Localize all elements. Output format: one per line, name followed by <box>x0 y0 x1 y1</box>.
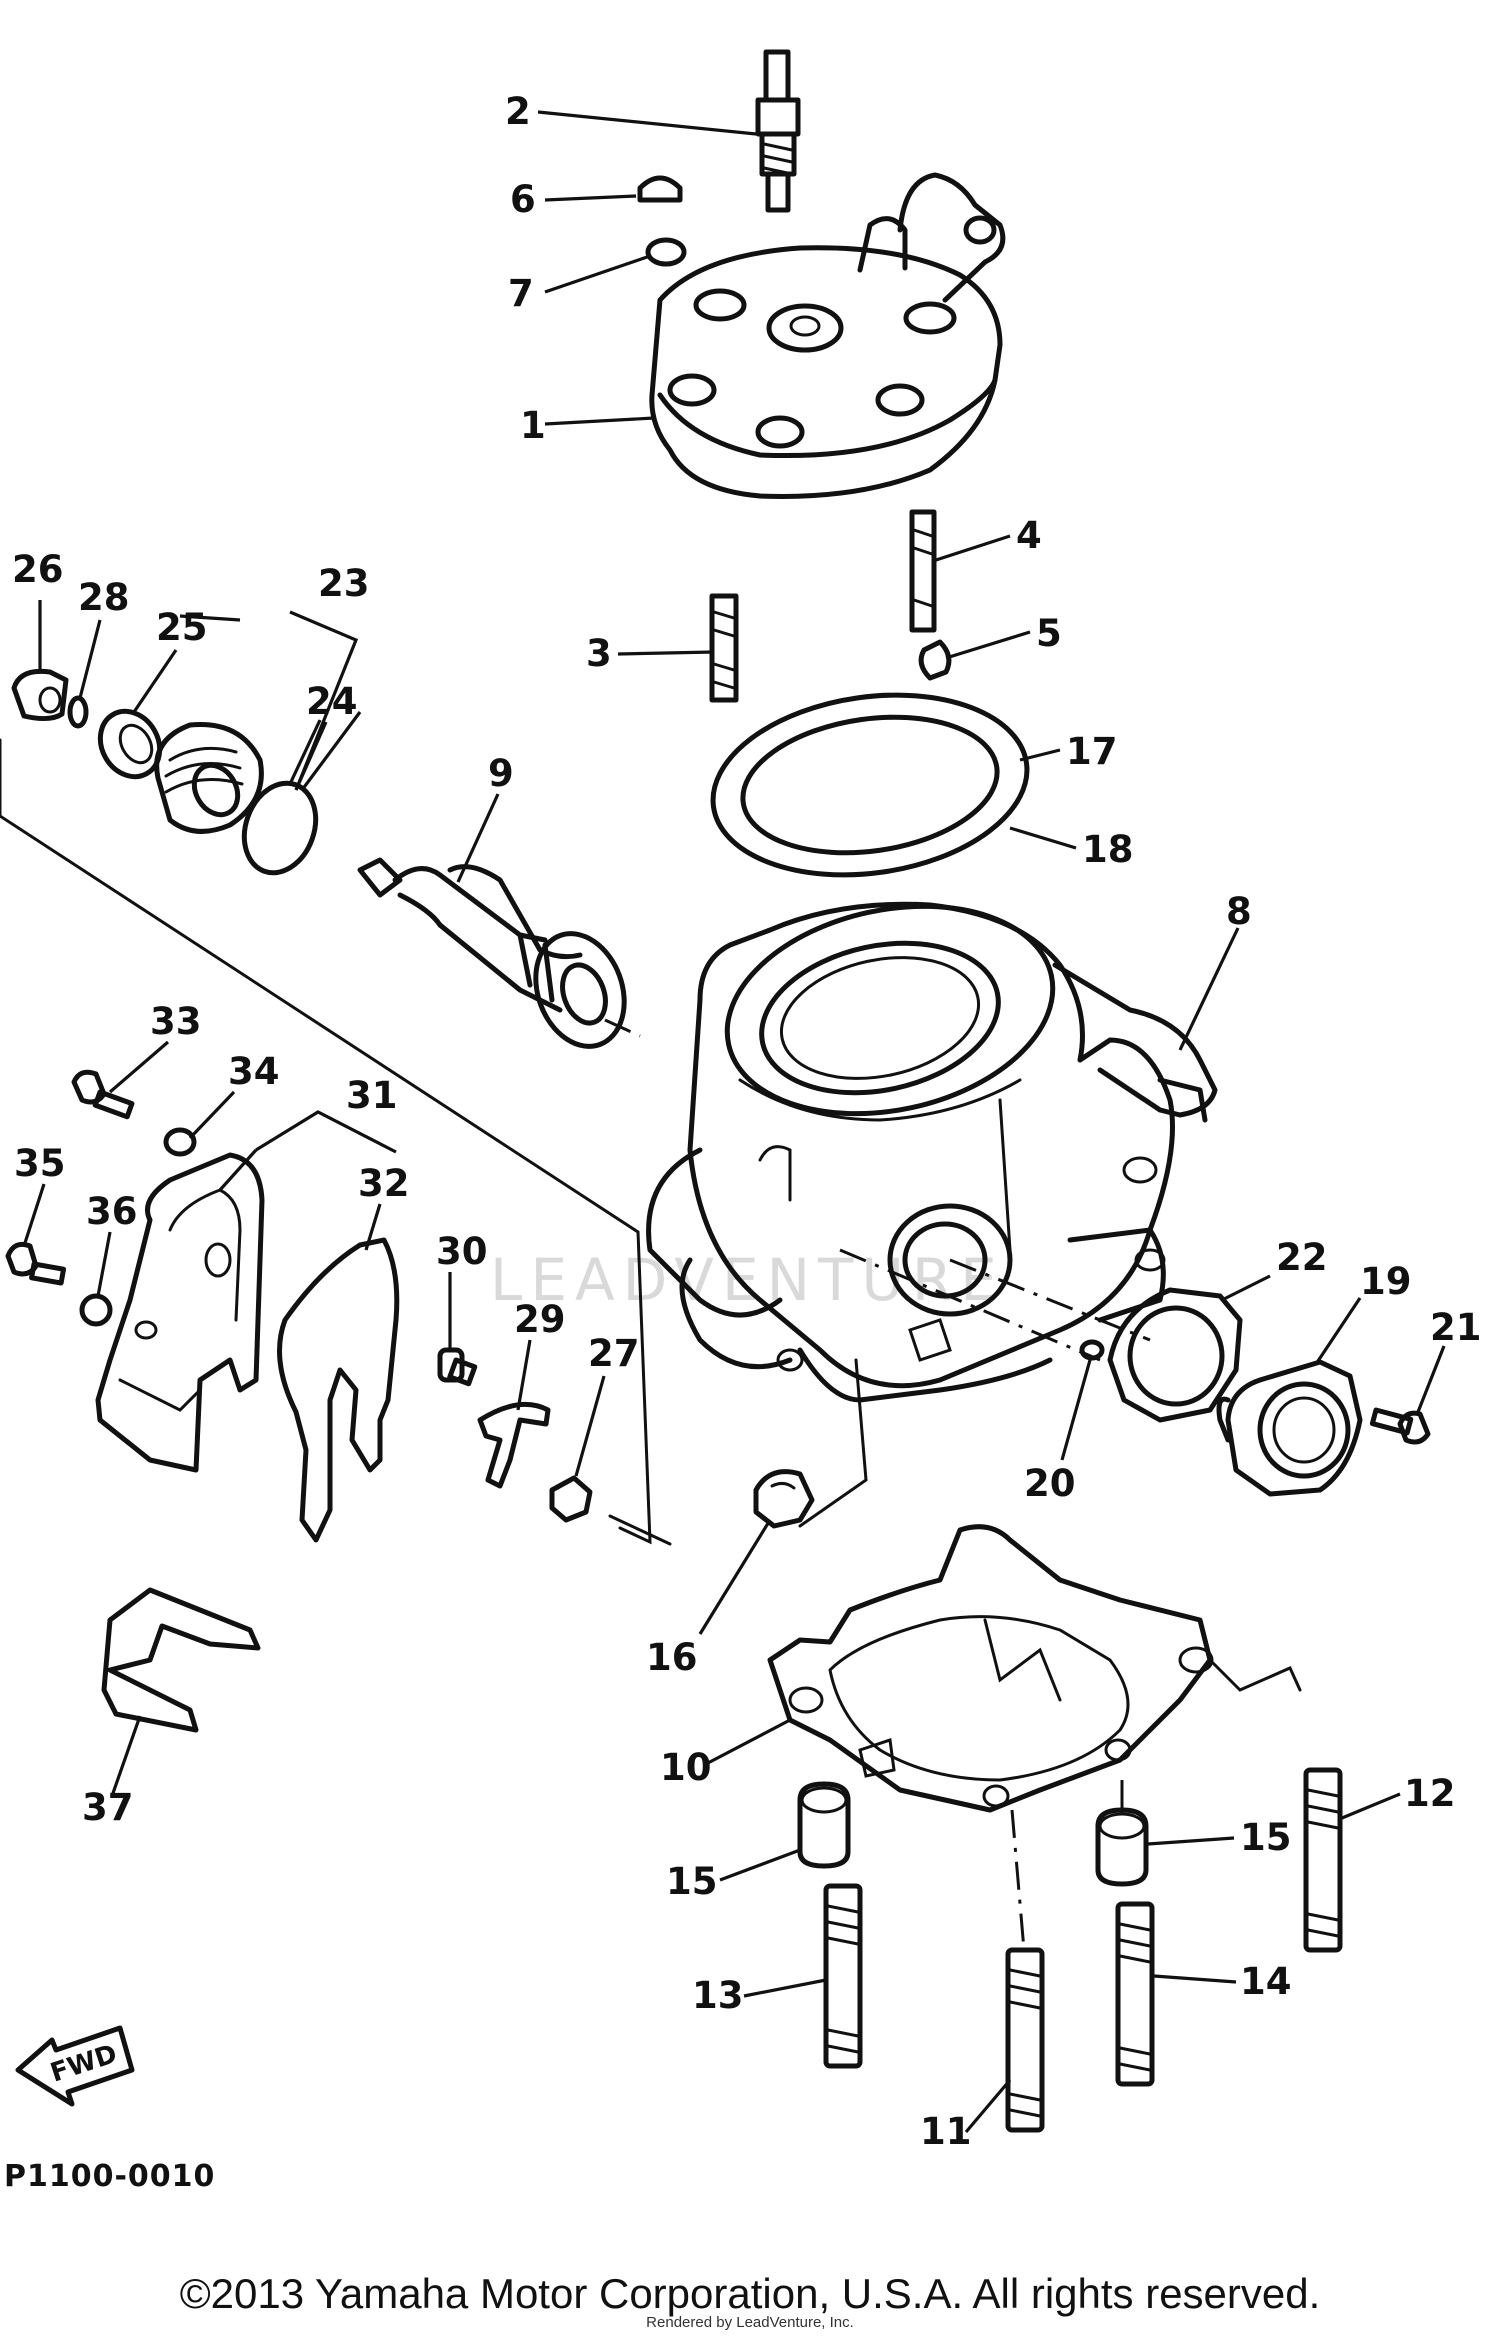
cylinder-base-gasket <box>767 1524 1302 1813</box>
stud-14 <box>1115 1901 1155 2087</box>
nut-27 <box>549 1475 593 1523</box>
clip-29 <box>477 1401 551 1489</box>
washer-34 <box>163 1127 197 1157</box>
callout-20: 20 <box>1024 1462 1076 1505</box>
dowel-20 <box>1079 1339 1105 1361</box>
dowel-15-left <box>797 1781 851 1869</box>
stud-13 <box>823 1883 863 2069</box>
copyright-notice: ©2013 Yamaha Motor Corporation, U.S.A. A… <box>179 2270 1321 2317</box>
center-line-20 <box>839 1248 1101 1362</box>
callout-13: 13 <box>692 1974 744 2017</box>
cone-nut <box>918 639 952 681</box>
callout-23: 23 <box>318 562 370 605</box>
center-line-11 <box>1010 1809 1026 1951</box>
callout-31: 31 <box>346 1074 398 1117</box>
callout-29: 29 <box>514 1298 566 1341</box>
callout-28: 28 <box>78 576 130 619</box>
washer <box>645 237 687 267</box>
washer-36 <box>79 1293 113 1327</box>
cylinder-head-gasket-inner <box>740 714 1000 856</box>
fwd-label: FWD <box>47 2039 121 2089</box>
callout-19: 19 <box>1360 1260 1412 1303</box>
callout-9: 9 <box>488 752 514 795</box>
callout-16: 16 <box>646 1636 698 1679</box>
stud-upper <box>909 509 937 633</box>
callout-7: 7 <box>508 272 534 315</box>
callout-22: 22 <box>1276 1236 1328 1279</box>
stud-11 <box>1005 1947 1045 2133</box>
cap-nut <box>637 175 683 203</box>
screw-30 <box>437 1347 478 1387</box>
callout-17: 17 <box>1066 730 1118 773</box>
callout-24: 24 <box>306 680 358 723</box>
callout-26: 26 <box>12 548 64 591</box>
stud-short <box>709 593 739 703</box>
reference-line-27 <box>608 1514 672 1546</box>
callout-27: 27 <box>588 1332 640 1375</box>
callout-36: 36 <box>86 1190 138 1233</box>
valve-cap-group <box>11 668 319 876</box>
power-valve <box>357 857 641 1049</box>
spark-plug <box>755 49 801 213</box>
callout-2: 2 <box>505 90 531 133</box>
callout-34: 34 <box>228 1050 280 1093</box>
callout-18: 18 <box>1082 828 1134 871</box>
callout-14: 14 <box>1240 1960 1292 2003</box>
reference-line-left <box>0 814 652 1545</box>
callout-32: 32 <box>358 1162 410 1205</box>
bolt-33 <box>71 1069 135 1120</box>
callout-8: 8 <box>1226 890 1252 933</box>
callout-10: 10 <box>660 1746 712 1789</box>
stud-12 <box>1303 1767 1343 1953</box>
watermark: LEADVENTURE <box>490 1246 1005 1314</box>
callout-33: 33 <box>150 1000 202 1043</box>
bolt-35 <box>5 1241 67 1286</box>
nut-16-top <box>770 1481 796 1490</box>
outlet-cover <box>1216 1359 1363 1497</box>
callout-3: 3 <box>586 632 612 675</box>
exhaust-port-gasket <box>1107 1287 1243 1423</box>
nut-16 <box>753 1469 815 1529</box>
callout-11: 11 <box>920 2110 972 2153</box>
callout-1: 1 <box>520 404 546 447</box>
callout-15b: 15 <box>1240 1816 1292 1859</box>
callout-4: 4 <box>1016 514 1042 557</box>
cylinder-head <box>649 172 1006 499</box>
callout-30: 30 <box>436 1230 488 1273</box>
callout-25: 25 <box>156 606 208 649</box>
cylinder <box>646 901 1218 1403</box>
bracket-37 <box>101 1587 261 1733</box>
bolt-21 <box>1369 1407 1431 1445</box>
figure-code: P1100-0010 <box>4 2159 215 2194</box>
fwd-arrow: FWD <box>15 2025 135 2107</box>
rendered-note: Rendered by LeadVenture, Inc. <box>646 2314 854 2331</box>
callout-35: 35 <box>14 1142 66 1185</box>
center-line-port <box>949 1258 1151 1342</box>
callout-21: 21 <box>1430 1306 1482 1349</box>
callout-12: 12 <box>1404 1772 1456 1815</box>
cylinder-head-gasket-outer <box>710 692 1030 878</box>
valve-cover-gasket <box>277 1237 400 1543</box>
callouts: 2 6 7 1 3 4 5 17 18 8 9 26 28 25 23 24 3… <box>12 90 1482 2153</box>
callout-5: 5 <box>1036 612 1062 655</box>
callout-37: 37 <box>82 1786 134 1829</box>
dowel-15-right <box>1095 1807 1149 1887</box>
reference-line-16 <box>798 1358 868 1528</box>
callout-15a: 15 <box>666 1860 718 1903</box>
callout-6: 6 <box>510 178 536 221</box>
leader-lines <box>22 110 1446 2134</box>
